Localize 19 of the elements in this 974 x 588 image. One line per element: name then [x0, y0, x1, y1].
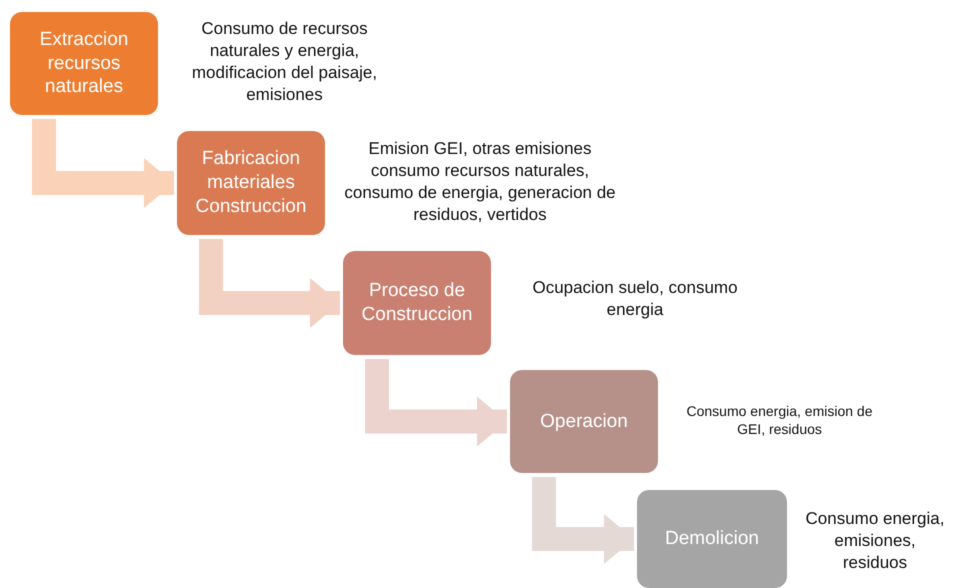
- process-box: [637, 490, 787, 588]
- impact-note: Ocupacion suelo, consumo energia: [531, 277, 739, 322]
- impact-note: Consumo energia, emision de GEI, residuos: [686, 402, 874, 438]
- bent-arrow: [199, 239, 340, 328]
- process-box: [510, 370, 658, 473]
- bent-arrow: [32, 119, 174, 208]
- impact-note: Consumo energia, emisiones, residuos: [804, 508, 946, 574]
- impact-note: Emision GEI, otras emisiones consumo recursos naturales, consumo de energia, generacion de residuos, vertidos: [343, 138, 617, 226]
- process-box: [177, 131, 325, 235]
- step-title: Demolicion: [665, 527, 759, 551]
- impact-note: Consumo de recursos naturales y energia, modificacion del paisaje, emisiones: [190, 18, 378, 106]
- step-title: Extraccion recursos naturales: [38, 28, 130, 100]
- step-title: Proceso de Construccion: [360, 279, 474, 327]
- bent-arrow: [365, 359, 507, 446]
- step-title: Operacion: [540, 410, 628, 434]
- bent-arrow: [532, 477, 634, 564]
- process-box: [10, 12, 158, 115]
- process-box: [343, 251, 491, 355]
- step-title: Fabricacion materiales Construccion: [194, 147, 308, 219]
